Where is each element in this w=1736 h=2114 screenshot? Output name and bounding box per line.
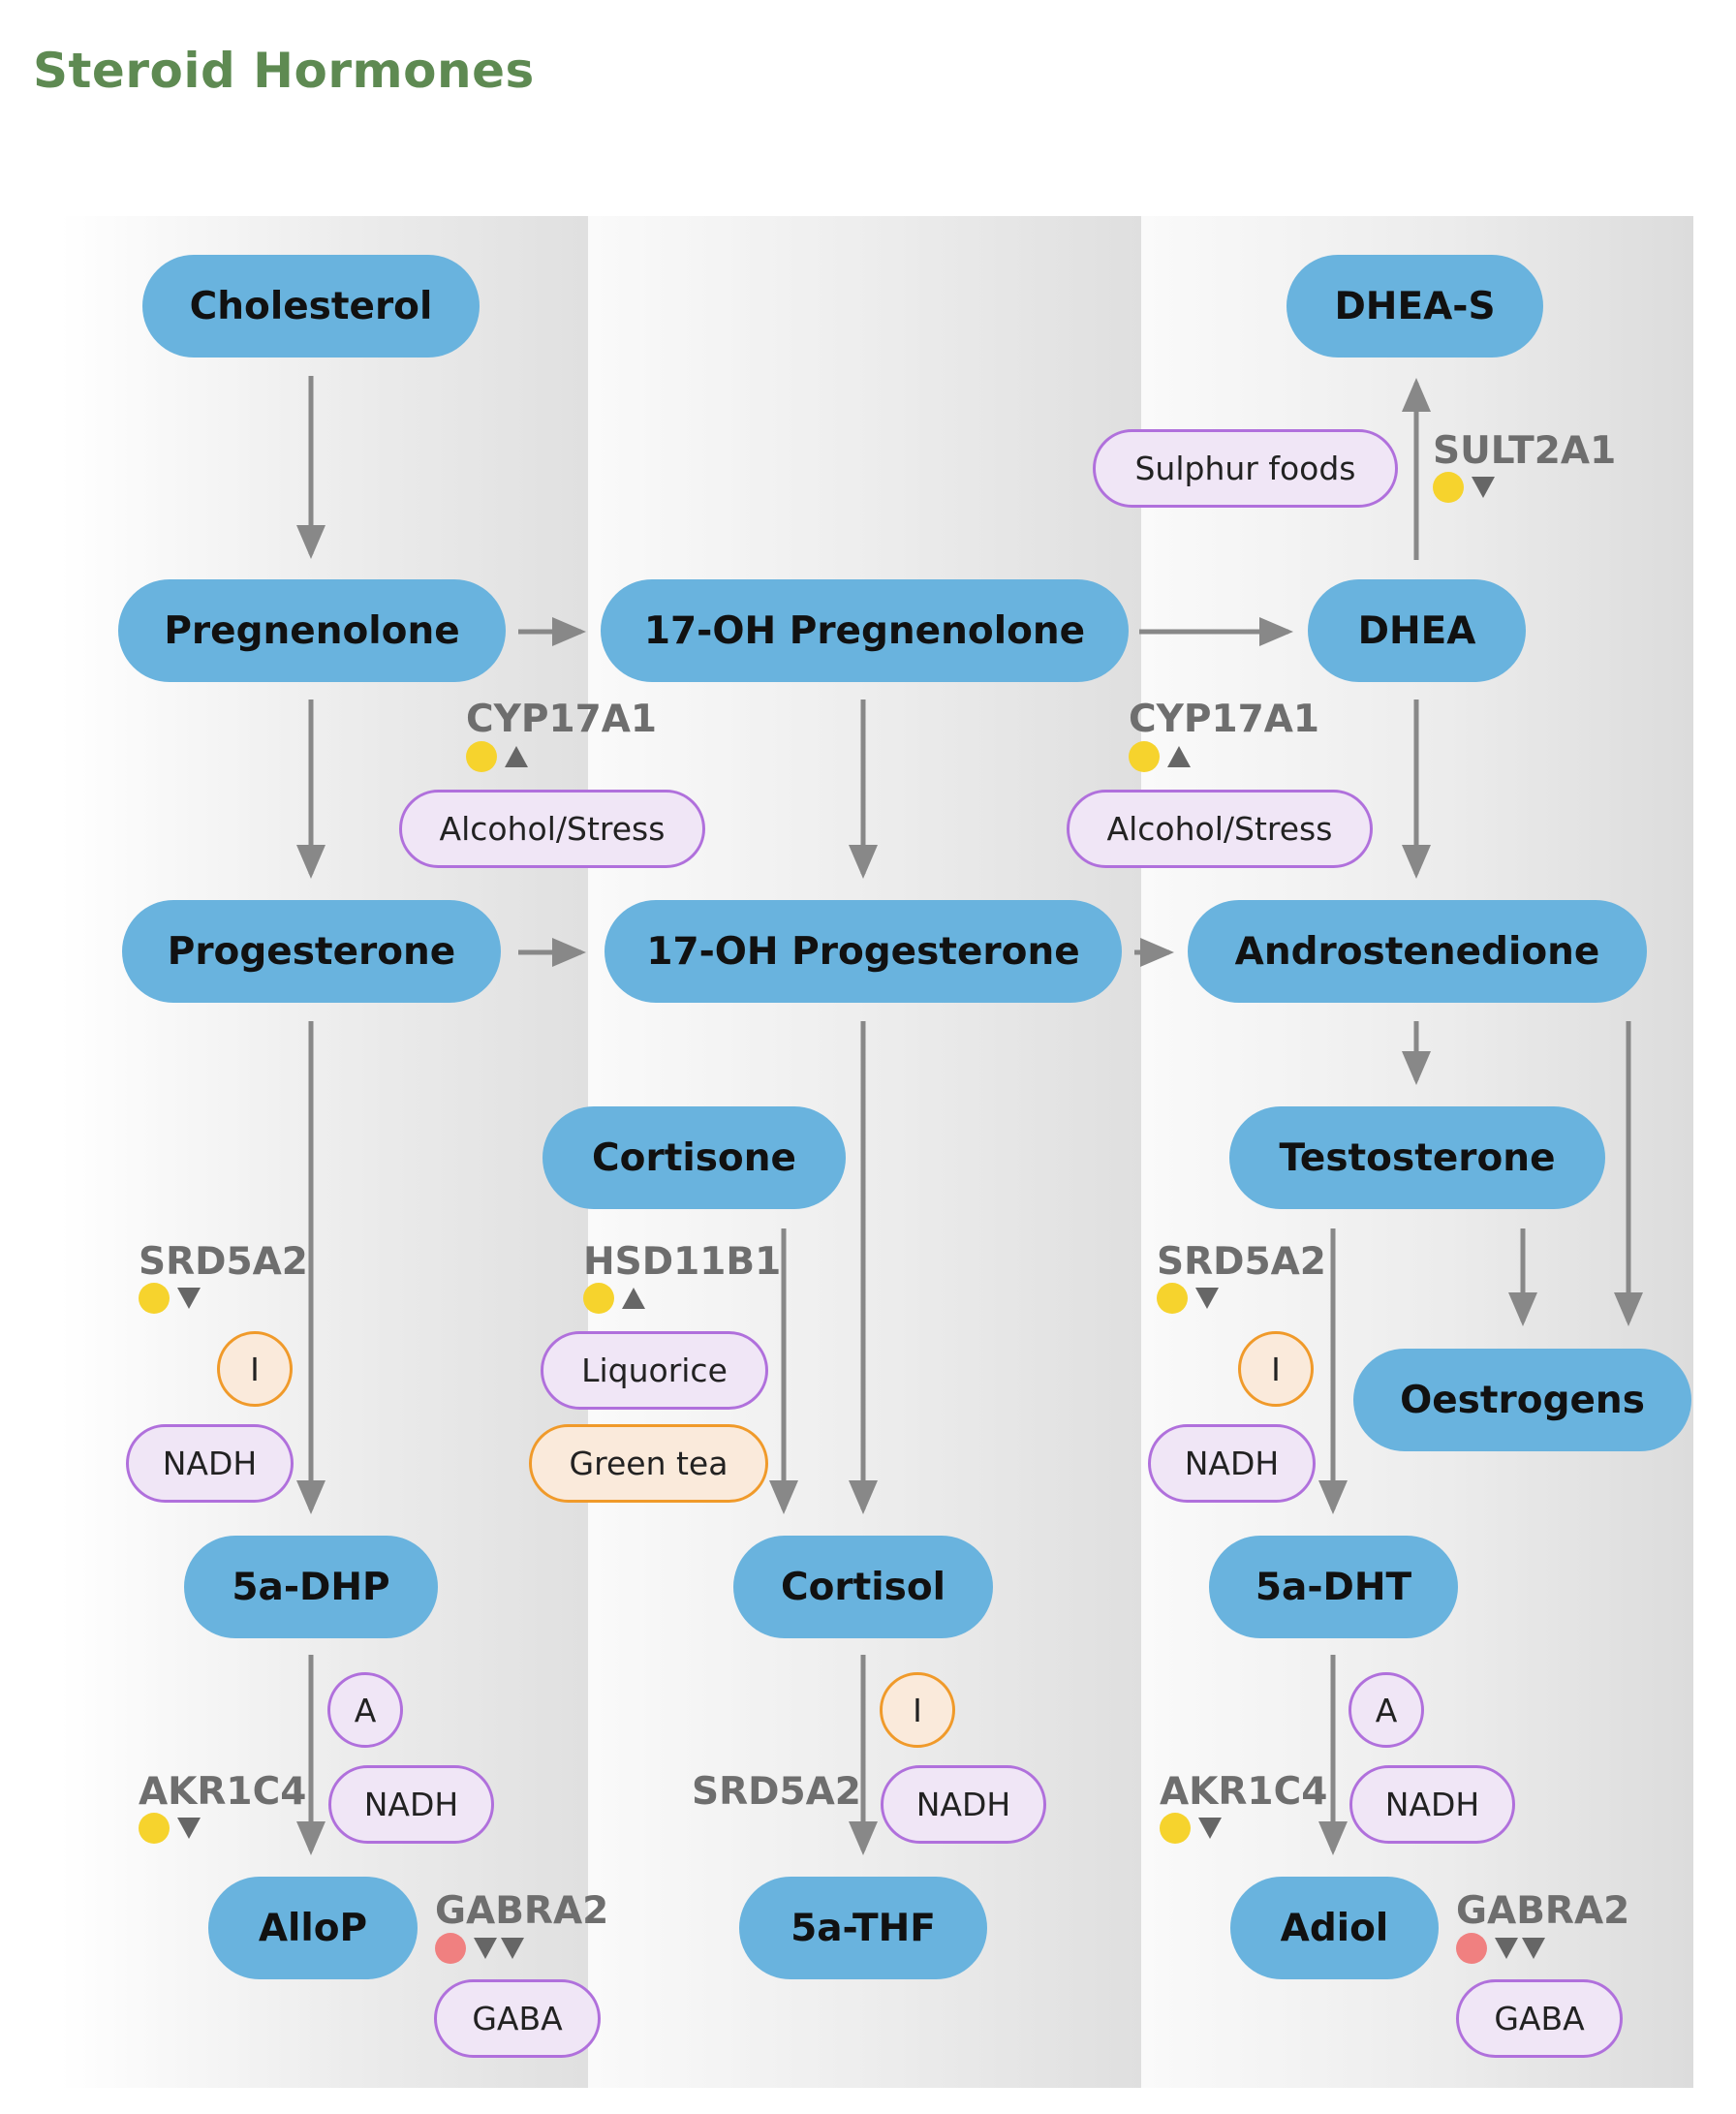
modifier-a-left: A — [327, 1672, 403, 1748]
modifier-gaba-right: GABA — [1456, 1979, 1623, 2058]
gene-gabra2-left: GABRA2 — [435, 1889, 609, 1933]
modifier-liquorice: Liquorice — [541, 1331, 768, 1410]
node-5a-dht: 5a-DHT — [1209, 1536, 1458, 1638]
node-dhea-s: DHEA-S — [1286, 255, 1543, 358]
node-pregnenolone: Pregnenolone — [118, 579, 506, 682]
node-progesterone: Progesterone — [122, 900, 501, 1003]
modifier-alcohol-stress-right: Alcohol/Stress — [1067, 790, 1373, 868]
node-17oh-pregnenolone: 17-OH Pregnenolone — [601, 579, 1129, 682]
gene-akr1c4-right-marks — [1160, 1812, 1225, 1845]
down-triangle-icon — [474, 1938, 497, 1959]
gene-hsd11b1: HSD11B1 — [583, 1240, 782, 1284]
up-triangle-icon — [622, 1288, 645, 1309]
red-dot-icon — [1456, 1933, 1487, 1964]
gene-srd5a2-right: SRD5A2 — [1157, 1240, 1326, 1284]
down-triangle-icon — [177, 1288, 201, 1309]
node-cholesterol: Cholesterol — [142, 255, 480, 358]
node-androstenedione: Androstenedione — [1188, 900, 1647, 1003]
gene-gabra2-right: GABRA2 — [1456, 1889, 1630, 1933]
modifier-i-right: I — [1238, 1331, 1314, 1407]
modifier-i-left: I — [217, 1331, 293, 1407]
gene-akr1c4-right: AKR1C4 — [1160, 1770, 1328, 1814]
modifier-a-right: A — [1348, 1672, 1424, 1748]
modifier-sulphur-foods: Sulphur foods — [1093, 429, 1398, 508]
modifier-gaba-left: GABA — [434, 1979, 601, 2058]
gene-gabra2-left-marks — [435, 1932, 528, 1965]
node-5a-dhp: 5a-DHP — [184, 1536, 438, 1638]
node-5a-thf: 5a-THF — [739, 1877, 987, 1979]
node-dhea: DHEA — [1308, 579, 1526, 682]
yellow-dot-icon — [1129, 741, 1160, 772]
modifier-nadh-mid: NADH — [881, 1765, 1046, 1844]
gene-cyp17a1-right: CYP17A1 — [1129, 698, 1320, 741]
yellow-dot-icon — [1160, 1813, 1191, 1844]
node-17oh-progesterone: 17-OH Progesterone — [604, 900, 1122, 1003]
up-triangle-icon — [505, 746, 528, 767]
node-adiol: Adiol — [1230, 1877, 1439, 1979]
gene-srd5a2-mid: SRD5A2 — [692, 1770, 861, 1814]
gene-srd5a2-left-marks — [139, 1282, 204, 1315]
node-allop: AlloP — [208, 1877, 418, 1979]
gene-akr1c4-left: AKR1C4 — [139, 1770, 307, 1814]
down-triangle-icon — [1198, 1818, 1222, 1839]
page-title: Steroid Hormones — [33, 43, 535, 99]
modifier-green-tea: Green tea — [529, 1424, 768, 1503]
modifier-i-mid: I — [880, 1672, 955, 1748]
gene-cyp17a1-right-marks — [1129, 740, 1194, 773]
gene-hsd11b1-marks — [583, 1282, 649, 1315]
gene-srd5a2-left: SRD5A2 — [139, 1240, 308, 1284]
gene-akr1c4-left-marks — [139, 1812, 204, 1845]
down-triangle-icon — [501, 1938, 524, 1959]
gene-srd5a2-right-marks — [1157, 1282, 1223, 1315]
up-triangle-icon — [1167, 746, 1191, 767]
gene-sult2a1-marks — [1433, 471, 1499, 504]
yellow-dot-icon — [1157, 1283, 1188, 1314]
down-triangle-icon — [1195, 1288, 1219, 1309]
modifier-nadh-right: NADH — [1148, 1424, 1316, 1503]
gene-sult2a1: SULT2A1 — [1433, 429, 1617, 473]
yellow-dot-icon — [466, 741, 497, 772]
node-cortisone: Cortisone — [542, 1106, 846, 1209]
node-oestrogens: Oestrogens — [1353, 1349, 1691, 1451]
down-triangle-icon — [177, 1818, 201, 1839]
node-testosterone: Testosterone — [1229, 1106, 1605, 1209]
modifier-nadh-left-2: NADH — [328, 1765, 494, 1844]
modifier-alcohol-stress-left: Alcohol/Stress — [399, 790, 705, 868]
red-dot-icon — [435, 1933, 466, 1964]
modifier-nadh-left: NADH — [126, 1424, 294, 1503]
yellow-dot-icon — [583, 1283, 614, 1314]
node-cortisol: Cortisol — [733, 1536, 993, 1638]
yellow-dot-icon — [1433, 472, 1464, 503]
down-triangle-icon — [1495, 1938, 1518, 1959]
yellow-dot-icon — [139, 1283, 170, 1314]
gene-cyp17a1-left: CYP17A1 — [466, 698, 658, 741]
gene-cyp17a1-left-marks — [466, 740, 532, 773]
down-triangle-icon — [1472, 477, 1495, 498]
gene-gabra2-right-marks — [1456, 1932, 1549, 1965]
down-triangle-icon — [1522, 1938, 1545, 1959]
modifier-nadh-right-2: NADH — [1349, 1765, 1515, 1844]
yellow-dot-icon — [139, 1813, 170, 1844]
